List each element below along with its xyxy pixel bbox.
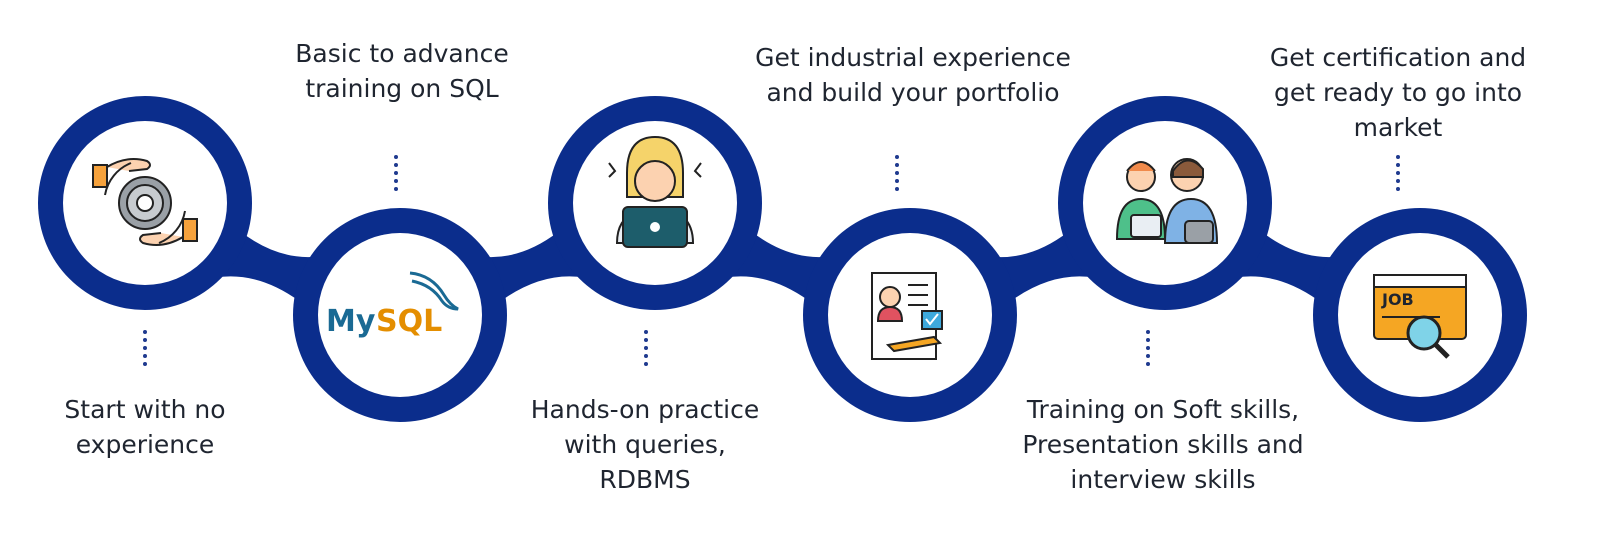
step-3-line-3: RDBMS bbox=[599, 465, 691, 494]
step-1-line-1: Start with no bbox=[64, 395, 226, 424]
mysql-logo-icon: My SQL bbox=[326, 271, 459, 339]
svg-text:JOB: JOB bbox=[1381, 290, 1414, 309]
job-search-icon: JOB bbox=[1373, 274, 1467, 359]
step-5-line-2: Presentation skills and bbox=[1022, 430, 1304, 459]
step-5-label: Training on Soft skills, Presentation sk… bbox=[993, 392, 1333, 497]
step-3-label: Hands-on practice with queries, RDBMS bbox=[475, 392, 815, 497]
step-4-line-1: Get industrial experience bbox=[755, 43, 1071, 72]
connector-dots-3 bbox=[644, 330, 648, 370]
connector-dots-5 bbox=[1146, 330, 1150, 370]
step-6-line-2: get ready to go into bbox=[1273, 78, 1523, 107]
connector-dots-1 bbox=[143, 330, 147, 370]
step-4-label: Get industrial experience and build your… bbox=[743, 40, 1083, 110]
gear-in-hands-icon bbox=[92, 158, 198, 246]
portfolio-document-icon bbox=[871, 272, 943, 360]
step-1-label: Start with no experience bbox=[0, 392, 315, 462]
connector-dots-4 bbox=[895, 155, 899, 195]
step-circle-3 bbox=[548, 96, 762, 310]
two-people-meeting-icon bbox=[1115, 158, 1219, 244]
step-5-line-3: interview skills bbox=[1070, 465, 1256, 494]
step-2-label: Basic to advance training on SQL bbox=[232, 36, 572, 106]
step-2-line-2: training on SQL bbox=[305, 74, 499, 103]
step-6-line-3: market bbox=[1353, 113, 1443, 142]
step-6-label: Get certification and get ready to go in… bbox=[1228, 40, 1568, 145]
woman-with-laptop-icon bbox=[608, 135, 702, 248]
step-4-line-2: and build your portfolio bbox=[766, 78, 1060, 107]
connector-dots-2 bbox=[394, 155, 398, 195]
step-2-line-1: Basic to advance bbox=[295, 39, 509, 68]
svg-text:SQL: SQL bbox=[376, 304, 442, 339]
svg-text:My: My bbox=[326, 304, 376, 339]
step-5-line-1: Training on Soft skills, bbox=[1026, 395, 1300, 424]
connector-dots-6 bbox=[1396, 155, 1400, 195]
step-circle-2 bbox=[293, 208, 507, 422]
step-3-line-2: with queries, bbox=[564, 430, 726, 459]
step-1-line-2: experience bbox=[75, 430, 215, 459]
step-6-line-1: Get certification and bbox=[1269, 43, 1527, 72]
step-3-line-1: Hands-on practice bbox=[530, 395, 760, 424]
